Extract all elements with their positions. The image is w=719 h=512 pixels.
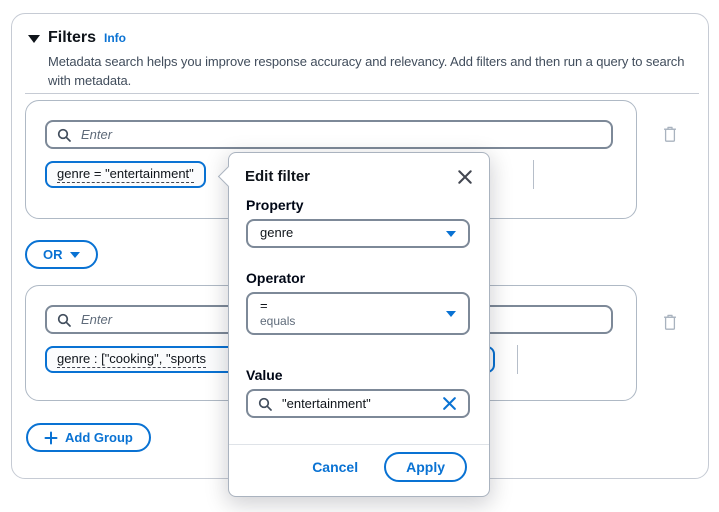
search-icon [57, 313, 71, 327]
filter-token-1-label: genre = "entertainment" [57, 166, 194, 183]
filter-token-1[interactable]: genre = "entertainment" [45, 161, 206, 188]
add-group-label: Add Group [65, 430, 133, 445]
filter-search-box-1 [45, 120, 613, 149]
token-separator [533, 160, 534, 189]
operator-label: Operator [246, 270, 306, 286]
property-label: Property [246, 197, 304, 213]
filter-search-input-1[interactable] [79, 126, 601, 143]
token-separator [517, 345, 518, 374]
section-description: Metadata search helps you improve respon… [48, 54, 685, 88]
property-select[interactable]: genre [246, 219, 470, 248]
collapse-caret-icon[interactable] [28, 34, 40, 43]
apply-button[interactable]: Apply [384, 452, 467, 482]
add-group-button[interactable]: Add Group [26, 423, 151, 452]
trash-icon [662, 313, 682, 331]
search-icon [57, 128, 71, 142]
operator-select[interactable]: = equals [246, 292, 470, 335]
property-select-value: genre [260, 225, 294, 241]
popover-title: Edit filter [245, 168, 311, 185]
delete-group-1-button[interactable] [662, 123, 682, 145]
popover-footer: Cancel Apply [312, 452, 467, 482]
close-icon[interactable] [457, 168, 475, 186]
trash-icon [662, 125, 682, 143]
group-join-operator-button[interactable]: OR [25, 240, 98, 269]
filters-header: Filters Info [28, 29, 126, 47]
operator-select-description: equals [260, 314, 296, 329]
popover-footer-divider [229, 444, 489, 445]
value-label: Value [246, 367, 283, 383]
clear-icon[interactable] [442, 396, 458, 412]
search-icon [258, 397, 272, 411]
caret-down-icon [446, 310, 456, 317]
caret-down-icon [69, 251, 80, 258]
delete-group-2-button[interactable] [662, 311, 682, 333]
plus-icon [44, 431, 58, 445]
section-title: Filters [48, 29, 97, 46]
caret-down-icon [446, 230, 456, 237]
header-divider [25, 93, 699, 94]
group-join-operator-label: OR [43, 247, 63, 262]
cancel-button[interactable]: Cancel [312, 459, 359, 475]
value-input[interactable] [280, 395, 434, 412]
info-link[interactable]: Info [104, 31, 127, 45]
operator-select-value: = [260, 297, 268, 313]
filter-token-2-label: genre : ["cooking", "sports [57, 351, 206, 368]
value-input-box [246, 389, 470, 418]
edit-filter-popover: Edit filter Property genre Operator = eq… [217, 152, 490, 497]
